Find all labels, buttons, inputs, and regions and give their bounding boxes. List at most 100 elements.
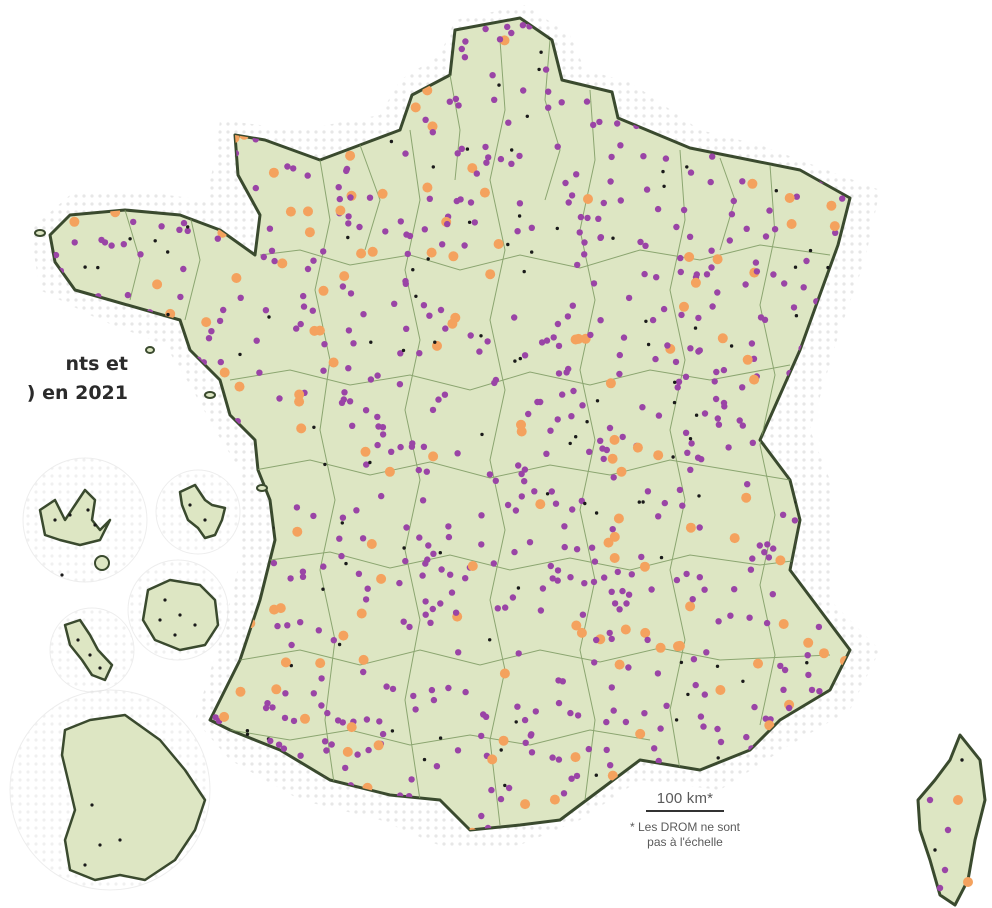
purple-dot (725, 26, 733, 34)
purple-dot (596, 118, 603, 126)
purple-dot (528, 224, 535, 231)
purple-dot (57, 306, 65, 313)
black-dot (611, 236, 615, 240)
purple-dot (268, 247, 276, 254)
purple-dot (202, 162, 209, 169)
purple-dot (752, 259, 760, 266)
orange-dot (410, 102, 421, 113)
orange-dot (302, 115, 313, 126)
purple-dot (494, 605, 501, 612)
purple-dot (445, 523, 452, 530)
orange-dot (679, 301, 689, 312)
black-dot (808, 248, 813, 253)
purple-dot (422, 611, 429, 618)
purple-dot (328, 741, 335, 748)
purple-dot (676, 486, 684, 494)
orange-dot (620, 624, 631, 635)
purple-dot (374, 372, 381, 379)
black-dot (685, 165, 689, 169)
purple-dot (558, 99, 565, 106)
orange-dot (285, 206, 296, 217)
black-dot (503, 783, 507, 788)
purple-dot (320, 248, 327, 255)
purple-dot (515, 650, 522, 657)
purple-dot (250, 51, 258, 59)
purple-dot (379, 424, 387, 431)
purple-dot (461, 242, 468, 249)
purple-dot (410, 692, 417, 700)
purple-dot (467, 199, 475, 206)
purple-dot (334, 717, 342, 724)
purple-dot (65, 147, 72, 154)
purple-dot (347, 290, 355, 297)
black-dot (710, 88, 714, 93)
purple-dot (703, 271, 711, 278)
purple-dot (437, 306, 445, 314)
purple-dot (178, 129, 185, 136)
orange-dot (294, 396, 305, 407)
purple-dot (749, 555, 756, 562)
purple-dot (338, 399, 346, 406)
purple-dot (297, 619, 304, 626)
purple-dot (609, 526, 616, 533)
orange-dot (520, 799, 531, 810)
purple-dot (693, 271, 700, 278)
orange-dot (487, 754, 498, 765)
purple-dot (710, 105, 718, 113)
purple-dot (336, 535, 343, 542)
purple-dot (183, 82, 190, 89)
purple-dot (170, 426, 177, 433)
orange-dot (373, 740, 384, 751)
purple-dot (545, 88, 552, 95)
purple-dot (485, 154, 492, 161)
purple-dot (577, 213, 585, 221)
purple-dot (444, 220, 451, 228)
orange-dot (607, 453, 618, 464)
purple-dot (310, 690, 317, 697)
purple-dot (791, 517, 799, 524)
purple-dot (657, 725, 664, 732)
orange-dot (614, 659, 625, 670)
purple-dot (457, 196, 464, 203)
black-dot (716, 756, 720, 760)
purple-dot (623, 600, 630, 607)
purple-dot (396, 579, 403, 587)
purple-dot (518, 493, 525, 500)
purple-dot (300, 292, 307, 300)
purple-dot (853, 104, 859, 110)
purple-dot (757, 314, 765, 321)
purple-dot (426, 195, 433, 202)
black-dot (343, 68, 347, 73)
purple-dot (521, 352, 529, 359)
black-dot (42, 97, 45, 100)
purple-dot (40, 26, 46, 32)
purple-dot (549, 575, 556, 582)
orange-dot (854, 148, 864, 158)
purple-dot (655, 513, 662, 520)
black-dot (186, 225, 190, 229)
purple-dot (741, 128, 748, 135)
purple-dot (40, 434, 46, 440)
purple-dot (131, 675, 138, 682)
purple-dot (760, 18, 767, 25)
purple-dot (77, 111, 84, 119)
purple-dot (708, 247, 715, 254)
purple-dot (617, 142, 624, 149)
purple-dot (708, 264, 715, 271)
purple-dot (260, 812, 268, 819)
black-dot (741, 679, 745, 683)
purple-dot (672, 358, 680, 366)
purple-dot (511, 548, 518, 556)
purple-dot (591, 558, 599, 565)
purple-dot (51, 409, 58, 416)
orange-dot (616, 466, 627, 477)
purple-dot (603, 446, 610, 454)
purple-dot (770, 545, 777, 552)
purple-dot (388, 448, 395, 455)
purple-dot (608, 635, 615, 643)
black-dot (350, 101, 354, 105)
purple-dot (744, 481, 751, 488)
purple-dot (611, 600, 619, 607)
purple-dot (323, 108, 331, 116)
black-dot (323, 462, 327, 467)
